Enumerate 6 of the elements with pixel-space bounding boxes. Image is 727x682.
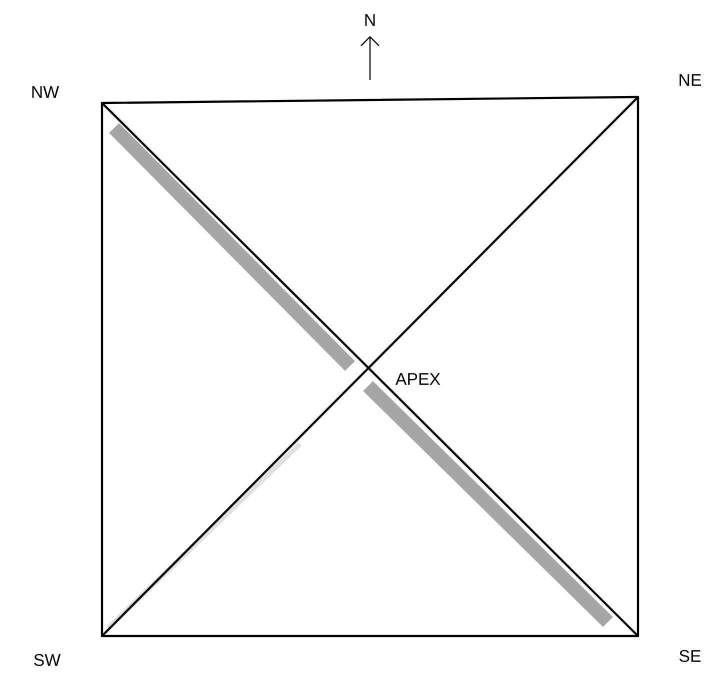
corner-label: NE	[680, 74, 702, 86]
compass-label: N	[365, 14, 375, 26]
corner-label: SW	[34, 654, 61, 666]
apex-label: APEX	[395, 373, 440, 385]
corner-label: NW	[32, 86, 60, 98]
corner-label: SE	[679, 650, 701, 662]
